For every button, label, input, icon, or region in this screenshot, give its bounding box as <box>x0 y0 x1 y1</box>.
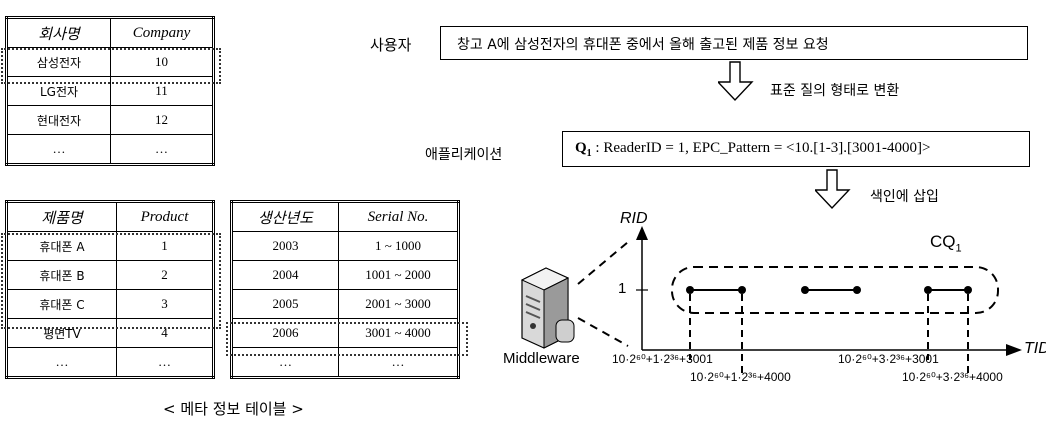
serial-cell: … <box>338 347 459 378</box>
year-cell: … <box>231 347 339 378</box>
cq-sub: 1 <box>955 242 962 255</box>
company-code-cell: 11 <box>110 76 214 106</box>
table-row: 2005 2001 ~ 3000 <box>231 289 459 319</box>
year-cell: 2004 <box>231 260 339 290</box>
query-text: Q1 : ReaderID = 1, EPC_Pattern = <10.[1-… <box>575 140 930 159</box>
product-table: 제품명 Product 휴대폰 A 1 휴대폰 B 2 휴대폰 C 3 평면TV… <box>5 200 215 379</box>
y-axis-arrow <box>636 226 648 240</box>
y-axis-label: RID <box>620 210 648 227</box>
down-arrow-1 <box>718 61 754 102</box>
server-icon <box>520 267 575 349</box>
product-code-cell: 4 <box>116 318 214 348</box>
company-code-cell: 12 <box>110 105 214 135</box>
product-header-ko: 제품명 <box>6 201 117 232</box>
product-table-header: 제품명 Product <box>6 201 214 232</box>
segment-2-start <box>801 286 809 294</box>
product-code-cell: 2 <box>116 260 214 290</box>
year-cell: 2005 <box>231 289 339 319</box>
segment-2-end <box>853 286 861 294</box>
table-row: LG전자 11 <box>6 76 214 106</box>
segment-3-start <box>924 286 932 294</box>
index-graph <box>520 226 1022 375</box>
query-condition: : ReaderID = 1, EPC_Pattern = <10.[1-3].… <box>591 140 931 156</box>
insert-label: 색인에 삽입 <box>870 189 939 205</box>
year-table-header: 생산년도 Serial No. <box>231 201 459 232</box>
company-header-en: Company <box>110 17 214 48</box>
x-label-2: 10·2⁶⁰+1·2³⁶+4000 <box>690 370 791 384</box>
product-highlight <box>1 233 221 329</box>
middleware-label: Middleware <box>503 350 580 367</box>
query-sub: 1 <box>586 148 592 159</box>
year-header-ko: 생산년도 <box>231 201 339 232</box>
company-table-header: 회사명 Company <box>6 17 214 48</box>
down-arrow-2 <box>815 169 851 210</box>
table-row: 2004 1001 ~ 2000 <box>231 260 459 290</box>
cq-label: CQ1 <box>930 232 962 254</box>
user-request-text: 창고 A에 삼성전자의 휴대폰 중에서 올해 출고된 제품 정보 요청 <box>457 37 829 53</box>
company-table: 회사명 Company 삼성전자 10 LG전자 11 현대전자 12 … … <box>5 16 215 166</box>
segment-3-end <box>964 286 972 294</box>
company-name-cell: 삼성전자 <box>6 47 111 77</box>
x-axis-label: TID <box>1024 340 1046 357</box>
cq-region <box>671 266 999 314</box>
year-header-en: Serial No. <box>338 201 459 232</box>
serial-cell: 1001 ~ 2000 <box>338 260 459 290</box>
serial-cell: 1 ~ 1000 <box>338 231 459 261</box>
segment-1-start <box>686 286 694 294</box>
year-cell: 2003 <box>231 231 339 261</box>
user-request-box: 창고 A에 삼성전자의 휴대폰 중에서 올해 출고된 제품 정보 요청 <box>440 26 1028 60</box>
x-label-1: 10·2⁶⁰+1·2³⁶+3001 <box>612 352 713 366</box>
x-label-4: 10·2⁶⁰+3·2³⁶+4000 <box>902 370 1003 384</box>
user-label: 사용자 <box>370 36 412 54</box>
table-row: … … <box>231 347 459 378</box>
table-row: 현대전자 12 <box>6 105 214 135</box>
meta-table-caption: < 메타 정보 테이블 > <box>163 400 304 418</box>
company-name-cell: 현대전자 <box>6 105 111 135</box>
company-highlight <box>1 48 221 84</box>
table-row: 휴대폰 C 3 <box>6 289 214 319</box>
table-row: 휴대폰 A 1 <box>6 231 214 261</box>
y-tick-label: 1 <box>618 280 627 297</box>
middleware-link-top <box>577 241 629 285</box>
query-name: Q <box>575 140 587 156</box>
transform-label: 표준 질의 형태로 변환 <box>770 83 900 99</box>
table-row: 삼성전자 10 <box>6 47 214 77</box>
table-row: 휴대폰 B 2 <box>6 260 214 290</box>
x-axis-arrow <box>1006 344 1022 356</box>
company-header-ko: 회사명 <box>6 17 111 48</box>
x-label-3: 10·2⁶⁰+3·2³⁶+3001 <box>838 352 939 366</box>
company-name-cell: … <box>6 134 111 165</box>
product-name-cell: 휴대폰 B <box>6 260 117 290</box>
table-row: … … <box>6 134 214 165</box>
table-row: … … <box>6 347 214 378</box>
year-table: 생산년도 Serial No. 2003 1 ~ 1000 2004 1001 … <box>230 200 460 379</box>
segment-1-end <box>738 286 746 294</box>
product-code-cell: … <box>116 347 214 378</box>
cq-name: CQ <box>930 232 956 251</box>
query-box: Q1 : ReaderID = 1, EPC_Pattern = <10.[1-… <box>562 131 1030 167</box>
product-name-cell: … <box>6 347 117 378</box>
product-code-cell: 1 <box>116 231 214 261</box>
product-header-en: Product <box>116 201 214 232</box>
middleware-link-bottom <box>577 317 629 347</box>
company-code-cell: … <box>110 134 214 165</box>
app-label: 애플리케이션 <box>425 147 503 163</box>
year-highlight <box>226 322 468 356</box>
table-row: 2003 1 ~ 1000 <box>231 231 459 261</box>
serial-cell: 2001 ~ 3000 <box>338 289 459 319</box>
